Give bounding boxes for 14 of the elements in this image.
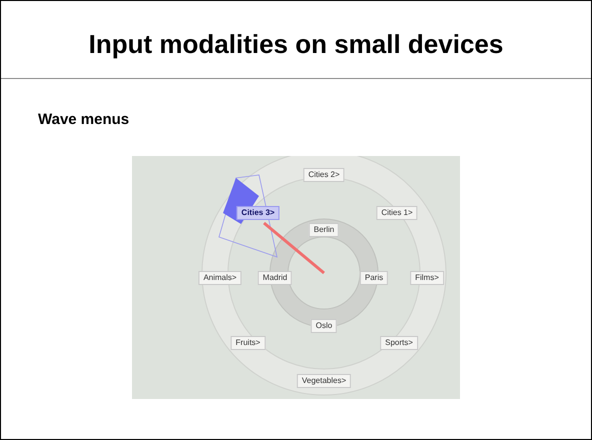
menu-item: Films> [410, 271, 444, 285]
menu-item: Animals> [198, 271, 242, 285]
menu-item: Vegetables> [296, 374, 352, 388]
slide-title: Input modalities on small devices [88, 29, 504, 60]
menu-item: Cities 1> [376, 206, 418, 220]
menu-item: Madrid [258, 271, 292, 285]
menu-item: Oslo [310, 319, 338, 333]
section-heading: Wave menus [38, 111, 130, 128]
menu-item: Cities 2> [303, 168, 345, 182]
menu-item: Berlin [308, 223, 340, 237]
menu-item: Paris [360, 271, 388, 285]
menu-item: Cities 3> [236, 206, 280, 220]
menu-item: Sports> [380, 336, 418, 350]
menu-item: Fruits> [230, 336, 266, 350]
